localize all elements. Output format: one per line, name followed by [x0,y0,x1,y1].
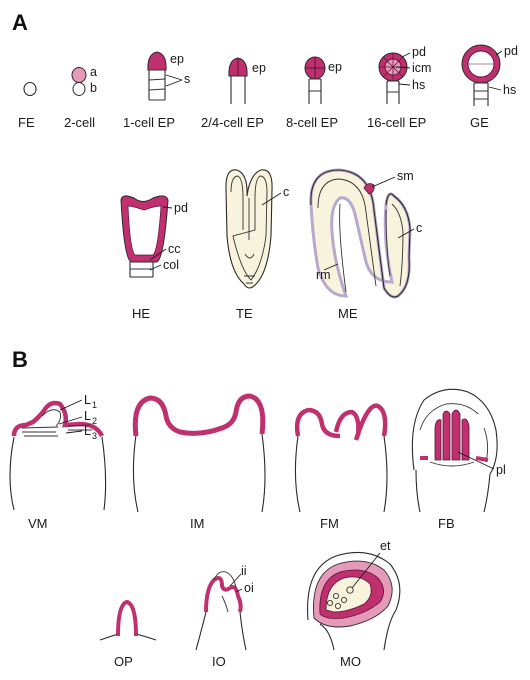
label-ep-2: ep [252,61,266,75]
label-s: s [184,72,190,86]
label-cc: cc [168,242,181,256]
stage-label-2cell: 2-cell [64,115,95,130]
label-c-1: c [283,185,289,199]
label-l-1: L [84,393,91,407]
torpedo-embryo-drawing [226,170,272,288]
label-ep-1: ep [170,52,184,66]
stage-label-16cell-ep: 16-cell EP [367,115,426,130]
stage-label-me: ME [338,306,358,321]
one-cell-ep-drawing [148,52,166,100]
heart-embryo-drawing [121,196,168,277]
stage-label-im: IM [190,516,204,531]
label-et: et [380,539,391,553]
label-ii: ii [241,564,247,578]
label-rm: rm [316,268,331,282]
mature-ovule-drawing [308,552,400,650]
label-pd-2: pd [504,44,518,58]
label-hs-2: hs [503,83,516,97]
immature-ovule-drawing [196,572,246,650]
label-icm: icm [412,61,431,75]
stage-label-fb: FB [438,516,455,531]
stage-label-fm: FM [320,516,339,531]
inflorescence-meristem-drawing [133,396,265,512]
label-ep-3: ep [328,60,342,74]
stage-label-8cell-ep: 8-cell EP [286,115,338,130]
two-cell-drawing [72,68,86,96]
stage-label-op: OP [114,654,133,669]
stage-label-he: HE [132,306,150,321]
stage-label-mo: MO [340,654,361,669]
stage-label-fe: FE [18,115,35,130]
label-l-2: L [84,409,91,423]
ovule-primordium-drawing [100,602,156,640]
label-pd-3: pd [174,201,188,215]
floral-bud-drawing [412,389,497,512]
stage-label-2-4cell-ep: 2/4-cell EP [201,115,264,130]
basal-cell [73,83,85,96]
label-col: col [163,258,179,272]
panel-a-letter: A [12,10,28,35]
label-oi: oi [244,581,254,595]
label-pl: pl [496,463,506,477]
sixteen-cell-ep-drawing [379,53,407,104]
stage-label-1cell-ep: 1-cell EP [123,115,175,130]
floral-meristem-drawing [295,406,387,512]
eight-cell-ep-drawing [305,57,325,104]
label-a: a [90,65,97,79]
panel-b-letter: B [12,347,28,372]
stage-label-vm: VM [28,516,48,531]
stage-label-io: IO [212,654,226,669]
label-l-3: L [84,424,91,438]
label-c-2: c [416,221,422,235]
fe-drawing [24,83,36,96]
globular-embryo-drawing [462,45,500,106]
label-l-sub-1: 1 [92,400,97,410]
two-four-cell-ep-drawing [229,58,247,104]
stage-label-ge: GE [470,115,489,130]
stage-label-te: TE [236,306,253,321]
label-l-sub-3: 3 [92,431,97,441]
label-sm: sm [397,169,414,183]
label-hs-1: hs [412,78,425,92]
label-b: b [90,81,97,95]
apical-cell [72,68,86,83]
label-l-sub-2: 2 [92,416,97,426]
label-pd-1: pd [412,45,426,59]
